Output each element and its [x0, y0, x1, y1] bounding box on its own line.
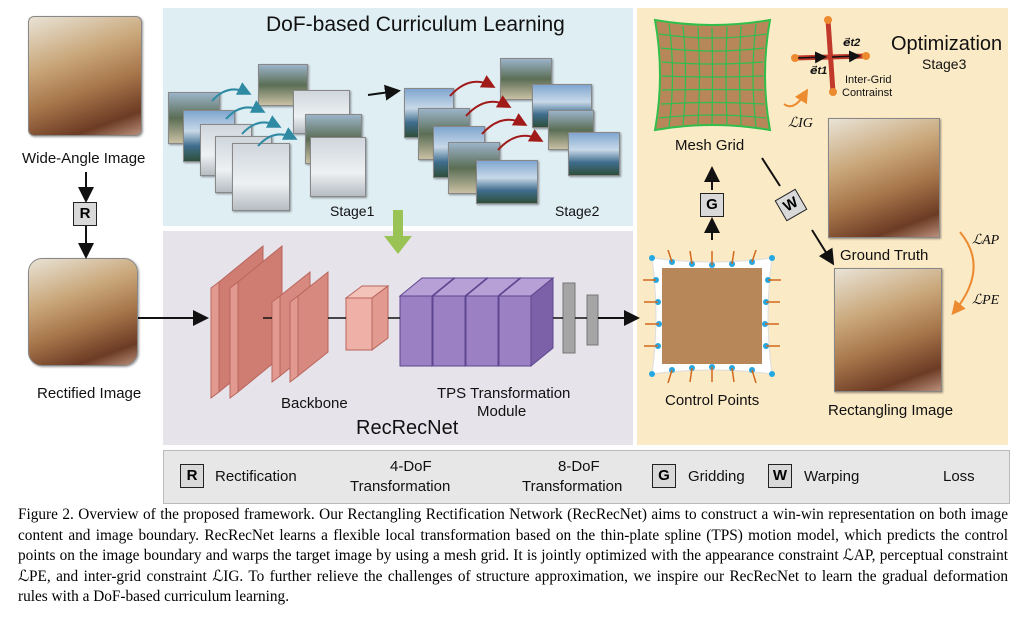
loss-ap-label: ℒAP — [972, 233, 1000, 248]
ground-truth-label: Ground Truth — [840, 247, 929, 264]
inter-grid-label-2: Contrainst — [842, 87, 893, 99]
loss-ig-arrow — [783, 88, 809, 108]
dof8-arrow — [449, 75, 496, 97]
control-points-label: Control Points — [665, 392, 760, 409]
dof8-arrow — [465, 95, 512, 117]
vector-e1-label: e⃗t1 — [810, 65, 828, 77]
mesh-grid-label: Mesh Grid — [675, 137, 745, 154]
legend-dof8-2: Transformation — [522, 478, 623, 495]
stage1-label: Stage1 — [330, 203, 375, 219]
tps-module-label-2: Module — [477, 403, 527, 420]
figure-caption: Figure 2. Overview of the proposed frame… — [18, 506, 1008, 605]
dof8-arrow — [497, 129, 544, 151]
rectangling-image — [834, 268, 942, 392]
control-point-arrows — [643, 249, 781, 384]
stage1-photo — [310, 137, 366, 197]
fc-block — [562, 282, 576, 354]
rectified-label: Rectified Image — [37, 385, 142, 402]
gridding-g-box: G — [700, 193, 724, 217]
fc-block — [586, 294, 599, 346]
legend-loss: Loss — [943, 468, 975, 485]
loss-ap-pe-arrow — [951, 231, 975, 316]
optimization-title: Optimization — [891, 33, 1003, 55]
stage2-label: Stage2 — [555, 203, 600, 219]
wide-angle-image — [28, 16, 142, 136]
stage2-photo — [568, 132, 620, 176]
dof4-arrow — [241, 115, 282, 135]
mesh-grid-lines — [658, 23, 767, 128]
legend-w-box: W — [768, 464, 792, 488]
legend-dof4-2: Transformation — [350, 478, 451, 495]
inter-grid-label: Inter-Grid — [845, 74, 892, 86]
dof4-arrow — [211, 82, 252, 102]
curriculum-arrow — [384, 210, 412, 254]
legend-r-box: R — [180, 464, 204, 488]
recrecnet-title: RecRecNet — [356, 417, 459, 439]
dof8-arrow — [481, 113, 528, 135]
stage1-photo — [232, 143, 290, 211]
rectangling-image-label: Rectangling Image — [828, 402, 954, 419]
tps-module-label: TPS Transformation — [437, 385, 571, 402]
legend-gridding: Gridding — [688, 468, 745, 485]
stage3-label: Stage3 — [922, 56, 967, 72]
rectified-image — [28, 258, 138, 366]
backbone-blocks — [210, 244, 390, 399]
loss-ig-label: ℒIG — [788, 116, 813, 131]
legend-g-box: G — [652, 464, 676, 488]
legend-rectification: Rectification — [215, 468, 297, 485]
curriculum-title: DoF-based Curriculum Learning — [266, 13, 565, 36]
legend-dof4: 4-DoF — [390, 458, 432, 475]
stage2-photo — [476, 160, 538, 204]
backbone-label: Backbone — [281, 395, 348, 412]
legend — [163, 450, 1010, 504]
ground-truth-image — [828, 118, 940, 238]
legend-dof8: 8-DoF — [558, 458, 600, 475]
loss-pe-label: ℒPE — [972, 293, 1000, 308]
arrow-stage1-to-2 — [367, 84, 401, 101]
wide-angle-label: Wide-Angle Image — [22, 150, 146, 167]
tps-module-blocks — [398, 276, 555, 368]
dof4-arrow — [257, 127, 298, 147]
dof4-arrow — [225, 100, 266, 120]
legend-warping: Warping — [804, 468, 860, 485]
vector-e2-label: e⃗t2 — [843, 37, 861, 49]
